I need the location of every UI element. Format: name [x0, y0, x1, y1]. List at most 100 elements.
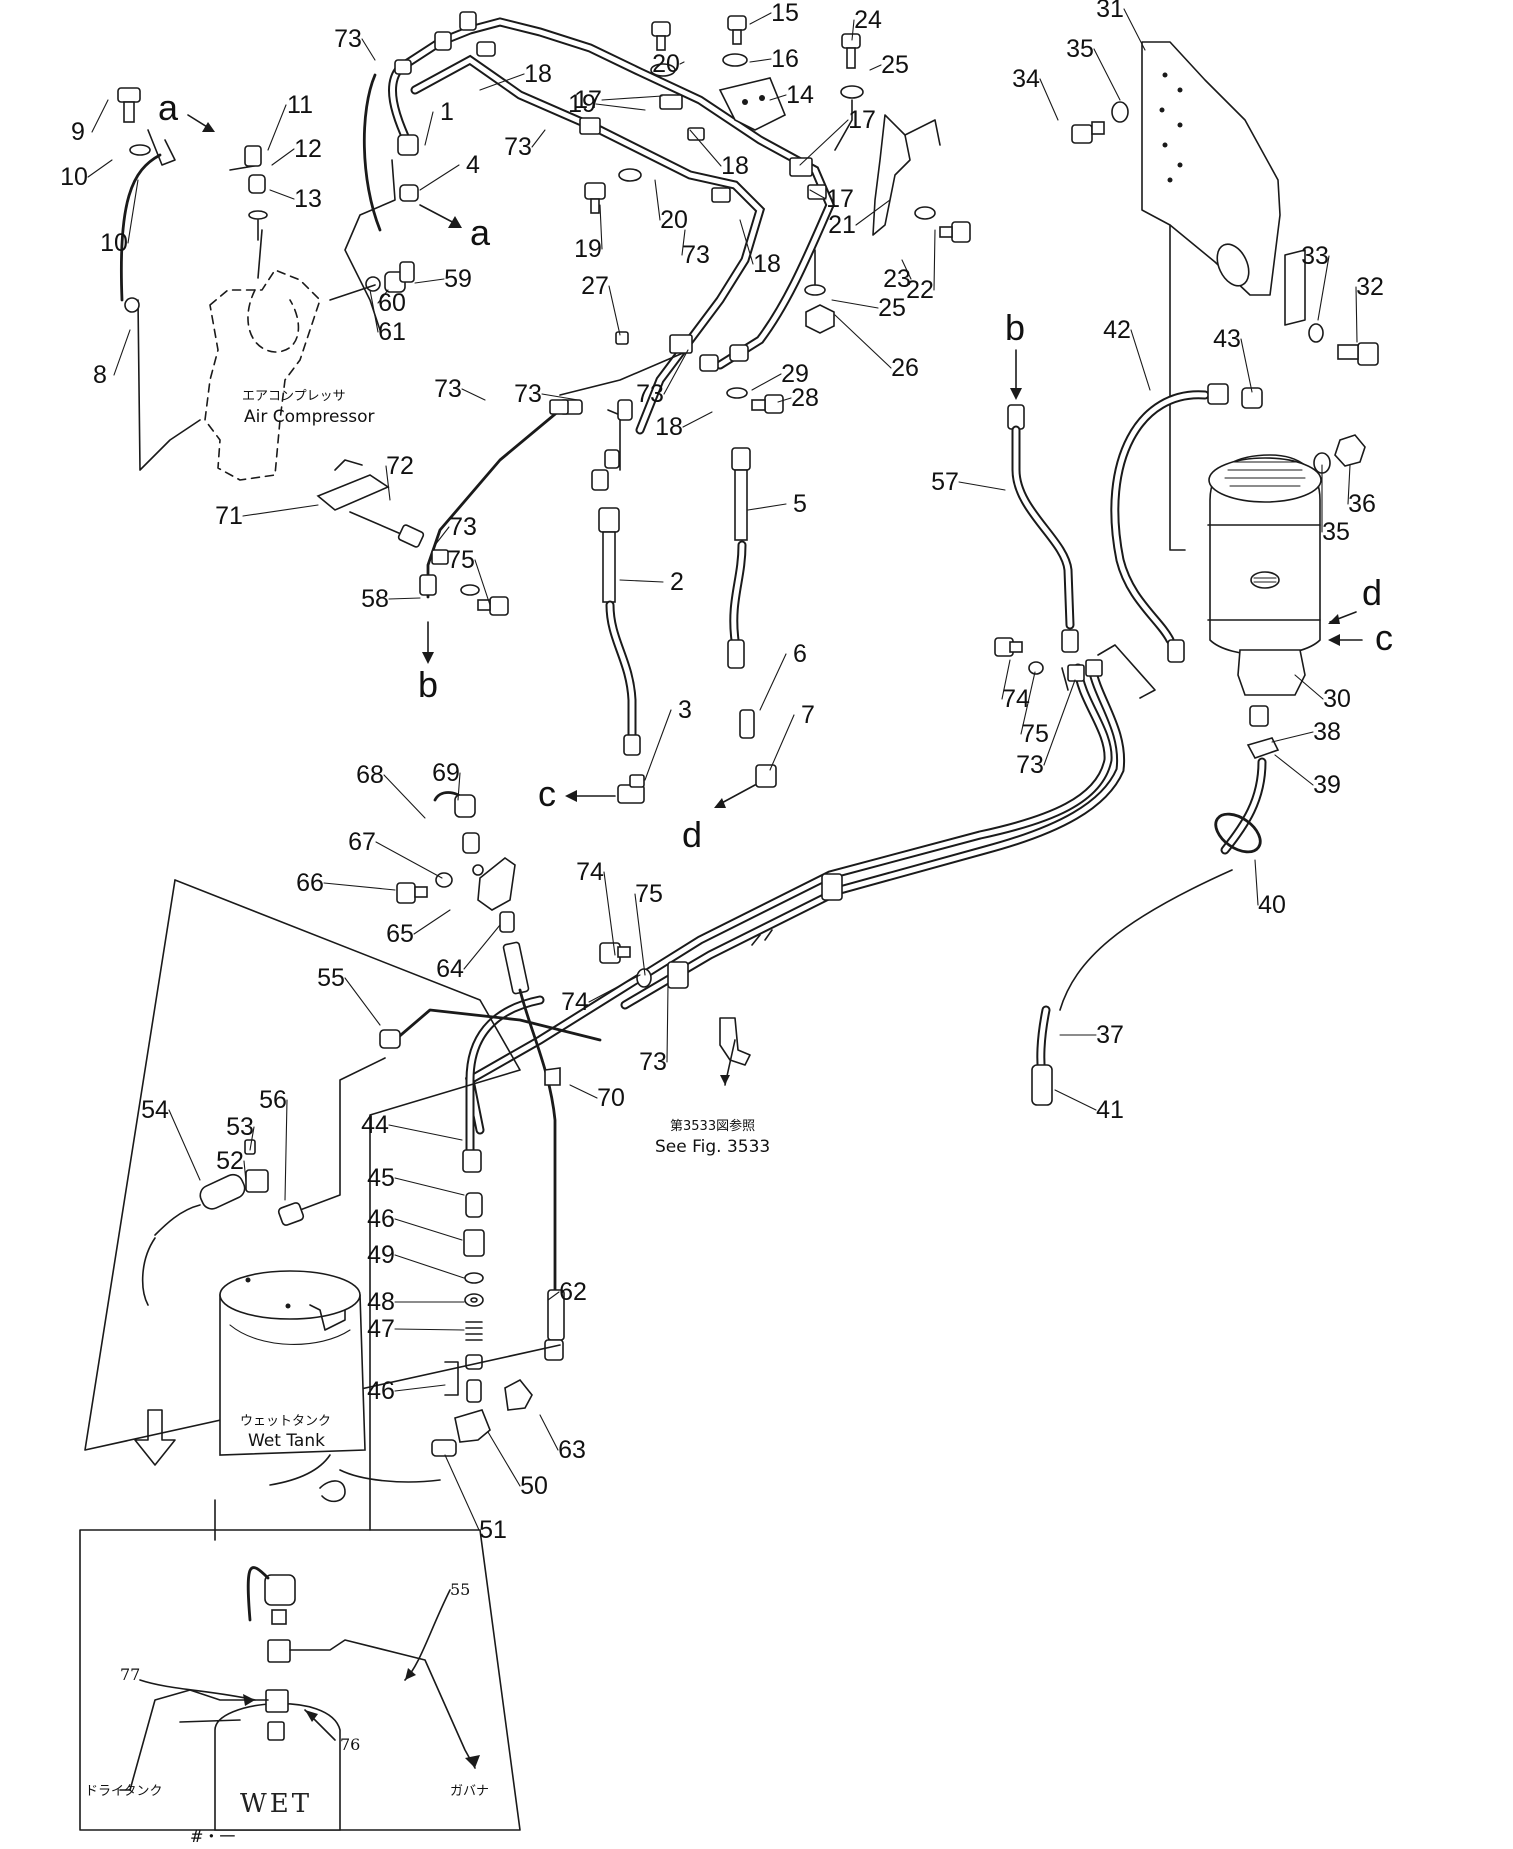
callout-leader-39 [1274, 754, 1314, 786]
part-number-46: 46 [367, 1377, 395, 1405]
callout-leader-1 [424, 111, 434, 146]
part-number-15: 15 [771, 0, 799, 27]
callout-leader-28 [777, 397, 792, 403]
callout-leader-72 [385, 465, 391, 501]
part-number-60: 60 [378, 289, 406, 317]
callout-leader-2 [619, 579, 664, 583]
part-number-75: 75 [447, 546, 475, 574]
callout-leader-4 [419, 164, 460, 191]
callout-leader-73 [434, 526, 450, 546]
part-number-58: 58 [361, 585, 389, 613]
fittings-8-13 [117, 87, 268, 313]
part-number-73: 73 [434, 375, 462, 403]
callout-leader-9 [91, 99, 109, 133]
part-number-45: 45 [367, 1164, 395, 1192]
callout-leader-59 [414, 278, 445, 284]
ref-c-right: c [1375, 617, 1393, 658]
part-number-61: 61 [378, 318, 406, 346]
part-number-73: 73 [639, 1048, 667, 1076]
callout-leader-64 [463, 924, 501, 970]
part-number-22: 22 [906, 276, 934, 304]
bolts-32-36 [1071, 101, 1379, 474]
callout-leader-42 [1130, 329, 1151, 391]
pipe-58 [419, 399, 569, 616]
callout-leader-18 [689, 129, 722, 167]
part-number-74: 74 [576, 858, 604, 886]
air-compressor-caption: Air Compressor [244, 407, 375, 427]
wet-tank-caption: Wet Tank [248, 1431, 325, 1451]
callout-leader-10 [127, 179, 139, 244]
part-number-69: 69 [432, 759, 460, 787]
part-number-30: 30 [1323, 685, 1351, 713]
part-number-18: 18 [655, 413, 683, 441]
callout-leader-54 [168, 1109, 201, 1181]
pipe-62 [499, 911, 565, 1411]
callout-leader-26 [834, 314, 892, 369]
ref-a-right: a [470, 212, 491, 253]
part-number-21: 21 [828, 211, 856, 239]
part-number-74: 74 [561, 988, 589, 1016]
callout-leader-25 [869, 64, 882, 71]
callout-leader-74 [603, 871, 616, 956]
bolts-74-75-right [994, 637, 1044, 675]
part-number-66: 66 [296, 869, 324, 897]
part-number-53: 53 [226, 1113, 254, 1141]
part-number-33: 33 [1301, 242, 1329, 270]
part-number-18: 18 [524, 60, 552, 88]
upper-pipe-harness [344, 11, 835, 491]
part-number-75: 75 [635, 880, 663, 908]
part-number-57: 57 [931, 468, 959, 496]
part-number-8: 8 [93, 361, 107, 389]
part-number-44: 44 [361, 1111, 389, 1139]
part-number-49: 49 [367, 1241, 395, 1269]
callout-leader-24 [851, 19, 855, 41]
callout-leader-18 [739, 219, 754, 265]
ref-letters: a a b b c c d d [158, 87, 1393, 855]
part-number-43: 43 [1213, 325, 1241, 353]
callout-leader-13 [269, 189, 295, 200]
inset-label-76: 76 [340, 1735, 360, 1754]
callout-leader-29 [751, 373, 782, 391]
callout-leader-36 [1347, 464, 1351, 505]
callout-leader-55 [344, 977, 381, 1026]
callout-leader-73 [361, 38, 376, 61]
part-number-3: 3 [678, 696, 692, 724]
part-number-28: 28 [791, 384, 819, 412]
part-number-7: 7 [801, 701, 815, 729]
fittings-59-61 [329, 261, 415, 301]
ref-c-left: c [538, 773, 556, 814]
part-number-6: 6 [793, 640, 807, 668]
callout-leader-75 [634, 893, 646, 976]
part-number-31: 31 [1096, 0, 1124, 23]
part-number-52: 52 [216, 1147, 244, 1175]
footer-mark: #・一 [190, 1827, 235, 1846]
part-number-73: 73 [682, 241, 710, 269]
part-number-68: 68 [356, 761, 384, 789]
brackets-and-bolts [584, 15, 971, 334]
callout-leader-69 [457, 772, 461, 801]
ref-d-left: d [682, 814, 702, 855]
part-number-23: 23 [883, 265, 911, 293]
part-number-67: 67 [348, 828, 376, 856]
callout-leader-19 [599, 204, 603, 250]
callout-leader-27 [608, 285, 621, 336]
callout-leader-53 [249, 1126, 255, 1151]
callout-leader-30 [1294, 674, 1324, 700]
callout-leader-43 [1240, 338, 1253, 393]
callout-leader-73 [1043, 679, 1076, 766]
air-compressor: エアコンプレッサ Air Compressor [137, 229, 375, 481]
callout-leader-74 [588, 974, 641, 1003]
part-number-73: 73 [504, 133, 532, 161]
part-number-74: 74 [1002, 685, 1030, 713]
callout-leader-14 [769, 94, 787, 101]
part-number-37: 37 [1096, 1021, 1124, 1049]
callout-leader-60 [377, 289, 389, 304]
callout-leader-23 [901, 259, 912, 280]
callout-leader-71 [242, 504, 319, 517]
part-number-70: 70 [597, 1084, 625, 1112]
inset-detail: WET 77 76 55 ドライタンク ガバナ [79, 1409, 521, 1831]
part-number-34: 34 [1012, 65, 1040, 93]
part-number-46: 46 [367, 1205, 395, 1233]
part-number-10: 10 [100, 229, 128, 257]
part-number-35: 35 [1066, 35, 1094, 63]
